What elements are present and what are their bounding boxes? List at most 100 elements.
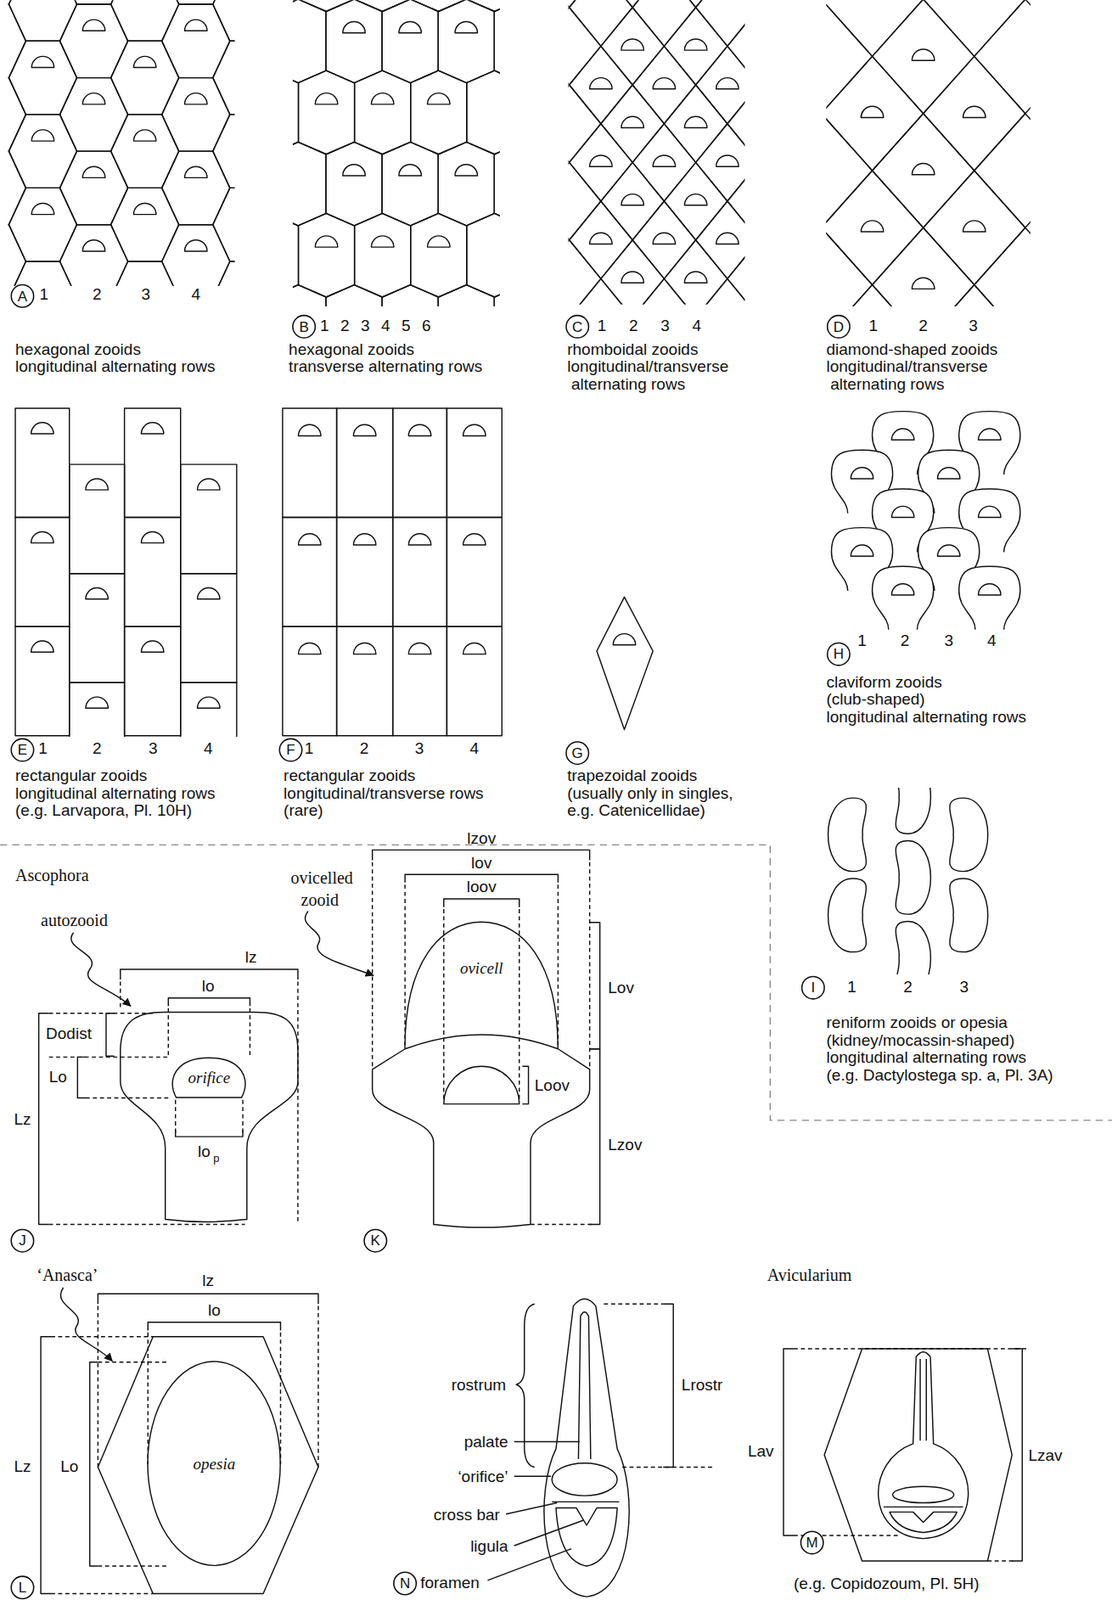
zooid-outline: [828, 797, 867, 872]
zooid-outline: [438, 285, 495, 307]
orifice-symbol: [82, 19, 105, 31]
caption-text: transverse alternating rows: [288, 358, 483, 375]
brace: [516, 1303, 535, 1467]
dimension-guide: [589, 862, 590, 1068]
avicularian-orifice: [551, 1463, 618, 1496]
zooid-outline: [124, 626, 181, 736]
caption-text: 3: [141, 286, 152, 303]
zooid-outline: [393, 517, 448, 628]
orifice-symbol: [891, 584, 914, 596]
zooid-outline: [59, 4, 128, 79]
term-label: Ascophora: [15, 866, 90, 884]
panel-letter: K: [370, 1233, 381, 1248]
orifice-symbol: [684, 194, 707, 206]
letter-circle: [802, 976, 825, 999]
zooid-outline: [632, 123, 697, 202]
orifice-symbol: [298, 533, 321, 545]
zooid-outline: [569, 0, 634, 46]
orifice-symbol: [589, 232, 613, 244]
caption-text: 2: [92, 286, 102, 303]
term-label: ovicelled: [291, 869, 354, 887]
letter-circle: [827, 642, 850, 665]
zooid-outline: [600, 7, 665, 85]
zooid-outline: [120, 1011, 298, 1222]
dimension-label: Lo: [60, 1458, 79, 1475]
orifice-symbol: [133, 202, 156, 214]
zooid-outline: [632, 45, 697, 124]
zooid-outline: [393, 408, 448, 518]
dimension-label: Lzav: [1027, 1446, 1062, 1463]
zooid-outline: [923, 56, 1026, 171]
orifice-symbol: [408, 424, 431, 436]
zooid-outline: [959, 566, 1021, 630]
panel-letter: G: [572, 745, 584, 760]
zooid-outline: [213, 261, 236, 287]
zooid-outline: [298, 213, 355, 298]
opesia-outline: [147, 1361, 281, 1566]
zooid-outline: [974, 0, 1031, 113]
zooid-outline: [59, 78, 128, 152]
orifice-symbol: [652, 155, 675, 167]
zooid-outline: [8, 4, 27, 79]
panel-art: [292, 0, 500, 307]
leader-line: [514, 1520, 585, 1546]
orifice-symbol: [82, 240, 105, 252]
orifice-symbol: [185, 240, 208, 252]
letter-circle: [292, 315, 315, 338]
letter-circle: [800, 1531, 823, 1554]
zooid-outline: [381, 0, 439, 83]
dimension-guide: [49, 1056, 169, 1058]
zooid-outline: [8, 151, 27, 225]
letter-circle: [11, 285, 34, 308]
opesia-outline: opesia: [147, 1361, 281, 1566]
letter-circle: [11, 738, 34, 761]
dimension-guide: [249, 1008, 251, 1058]
dimension-label: Lav: [747, 1443, 775, 1460]
zooid-outline: [949, 878, 989, 953]
zooid-outline: [111, 0, 180, 41]
zooid-outline: [446, 626, 502, 736]
dimension-bracket: [662, 1303, 674, 1467]
letter-circle: [279, 738, 302, 761]
dimension-guide: [280, 1332, 281, 1465]
caption-text: claviform zooids: [825, 673, 942, 690]
orifice-symbol: [684, 39, 707, 51]
zooid-outline: [410, 0, 467, 12]
dimension-guide: [603, 1302, 663, 1304]
avicularian-orifice: [892, 1486, 955, 1503]
letter-circle: [11, 1576, 34, 1599]
caption-text: 1: [39, 286, 49, 303]
dimension-guide: [147, 1332, 149, 1465]
zooid-outline: [567, 7, 601, 85]
zooid-outline: [124, 408, 181, 518]
zooid-outline: [663, 7, 728, 85]
panel-letter: E: [17, 742, 28, 758]
caption-text: 4: [381, 317, 391, 334]
zooid-outline: [336, 517, 394, 628]
zooid-outline: [828, 878, 867, 953]
term-label: Avicularium: [767, 1266, 853, 1284]
zooid-outline: [727, 7, 745, 85]
orifice-symbol: [85, 588, 108, 600]
panel-letter: B: [298, 319, 309, 334]
orifice-symbol: [652, 78, 675, 90]
zooid-outline: [949, 797, 989, 872]
zooid-outline: [446, 408, 502, 518]
dimension-guide: [622, 1466, 714, 1468]
caption-text: 4: [190, 286, 201, 303]
zooid-outline: [15, 517, 70, 628]
zooid-outline: [213, 187, 236, 262]
zooid-outline: [872, 566, 934, 630]
zooid-outline: [632, 201, 697, 279]
dimension-bracket: [77, 1056, 86, 1098]
zooid-outline: [180, 464, 237, 574]
zooid-outline: [213, 40, 236, 115]
dimension-label: lo: [197, 1142, 211, 1159]
zooid-outline: [696, 0, 746, 46]
panel-letter: C: [572, 319, 583, 334]
dimension-label: Lz: [13, 1111, 31, 1128]
letter-circle: [393, 1572, 416, 1595]
zooid-outline: [895, 921, 931, 975]
zooid-outline: [59, 224, 128, 287]
zooid-outline: [111, 261, 180, 287]
